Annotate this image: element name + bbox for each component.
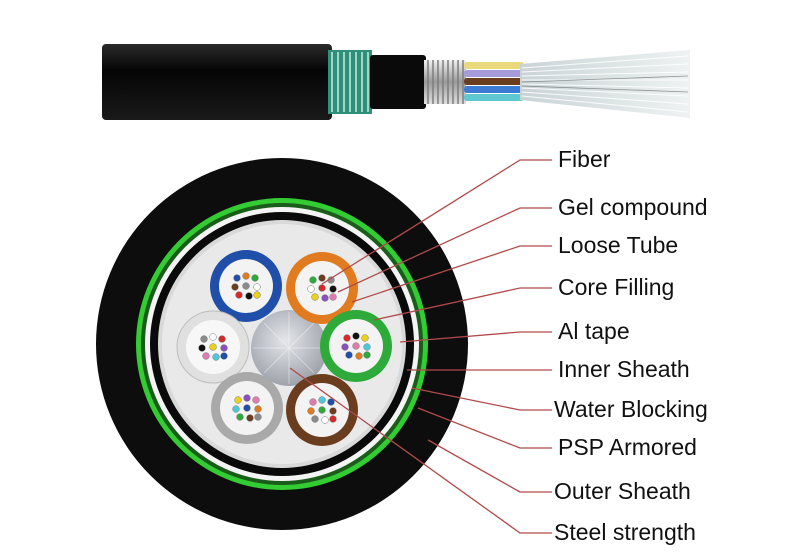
fiber-dot <box>329 415 337 423</box>
steel-wire-side <box>424 60 466 104</box>
fiber-dot <box>311 415 319 423</box>
fiber-dot <box>343 334 351 342</box>
leader-loose-tube <box>351 245 552 303</box>
fiber-dot <box>318 274 326 282</box>
fiber-dot <box>252 396 260 404</box>
fiber-dot <box>254 413 262 421</box>
label-loose-tube: Loose Tube <box>558 232 679 258</box>
label-core-filling: Core Filling <box>558 274 675 300</box>
fiber-dot <box>242 272 250 280</box>
leader-steel-strength <box>289 367 552 534</box>
label-inner-sheath: Inner Sheath <box>558 356 690 382</box>
leader-psp-armored <box>417 407 552 449</box>
fiber-dot <box>361 334 369 342</box>
label-outer-sheath: Outer Sheath <box>554 478 691 504</box>
fiber-dot <box>198 344 206 352</box>
loose-tubes-side <box>464 62 524 101</box>
fiber-dot <box>352 342 360 350</box>
fiber-dot <box>220 344 228 352</box>
leader-gel-compound <box>337 207 552 293</box>
cable-side-view <box>102 44 690 120</box>
fiber-dot <box>245 292 253 300</box>
label-al-tape: Al tape <box>558 318 630 344</box>
armor-corrugation-side <box>328 50 372 114</box>
fibers-side <box>520 50 690 118</box>
fiber-dot <box>318 284 326 292</box>
fiber-dot <box>212 353 220 361</box>
fiber-dot <box>307 407 315 415</box>
fiber-dots <box>198 272 371 424</box>
fiber-dot <box>253 283 261 291</box>
fiber-dot <box>321 294 329 302</box>
fiber-dot <box>309 398 317 406</box>
fiber-dot <box>251 274 259 282</box>
fiber-dot <box>209 343 217 351</box>
label-fiber: Fiber <box>558 146 611 172</box>
label-water-blocking: Water Blocking <box>554 396 708 422</box>
fiber-dot <box>253 291 261 299</box>
fiber-dot <box>246 414 254 422</box>
fiber-dot <box>233 274 241 282</box>
fiber-dot <box>327 398 335 406</box>
fiber-dot <box>345 351 353 359</box>
fiber-dot <box>318 396 326 404</box>
leader-fiber <box>321 159 552 285</box>
fiber-dot <box>209 333 217 341</box>
fiber-dot <box>220 352 228 360</box>
fiber-dot <box>242 282 250 290</box>
fiber-dot <box>309 276 317 284</box>
leader-water-blocking <box>411 387 552 411</box>
fiber-dot <box>202 352 210 360</box>
fiber-dot <box>329 407 337 415</box>
fiber-dot <box>243 394 251 402</box>
fiber-dot <box>329 285 337 293</box>
fiber-dot <box>355 352 363 360</box>
label-gel-compound: Gel compound <box>558 194 708 220</box>
fiber-dot <box>232 405 240 413</box>
fiber-dot <box>363 343 371 351</box>
fiber-dot <box>235 291 243 299</box>
fiber-dot <box>243 404 251 412</box>
fiber-dot <box>254 405 262 413</box>
fiber-dot <box>311 293 319 301</box>
label-psp-armored: PSP Armored <box>558 434 697 460</box>
fiber-dot <box>234 396 242 404</box>
fiber-dot <box>236 413 244 421</box>
leader-outer-sheath <box>427 439 552 493</box>
central-strength-member <box>251 310 327 386</box>
inner-sheath-side <box>370 55 426 109</box>
fiber-dot <box>363 351 371 359</box>
cable-cross-section <box>96 158 468 530</box>
leader-al-tape <box>399 331 552 343</box>
leader-core-filling <box>373 287 552 321</box>
fiber-dot <box>341 343 349 351</box>
fiber-dot <box>321 416 329 424</box>
fiber-dot <box>329 293 337 301</box>
leader-lines <box>289 159 552 534</box>
outer-jacket-side <box>102 44 332 120</box>
fiber-dot <box>352 332 360 340</box>
fiber-dot <box>307 285 315 293</box>
fiber-dot <box>200 335 208 343</box>
fiber-dot <box>318 406 326 414</box>
label-steel-strength: Steel strength <box>554 519 696 545</box>
fiber-dot <box>218 335 226 343</box>
fiber-dot <box>231 283 239 291</box>
